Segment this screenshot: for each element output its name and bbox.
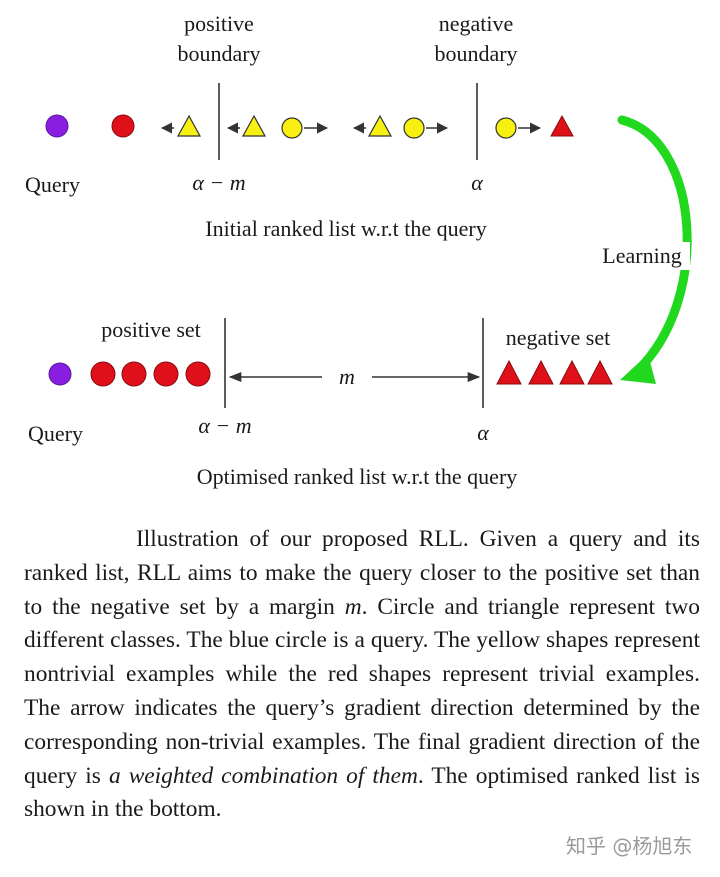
negative-set-triangle <box>528 359 554 385</box>
figure-caption: Illustration of our proposed RLL. Given … <box>24 523 700 827</box>
negative-set-triangle <box>587 359 613 385</box>
margin-label: m <box>339 364 355 389</box>
negative-set-triangle <box>559 359 585 385</box>
learning-label: Learning <box>602 243 681 268</box>
negative-set-label: negative set <box>506 325 610 350</box>
caption-emphasis: a weighted combination of them <box>108 762 418 789</box>
trivial-positive-circle <box>111 114 135 138</box>
positive-set-circle <box>90 361 116 387</box>
nontrivial-circle <box>403 117 425 139</box>
nontrivial-triangle <box>367 114 393 137</box>
nontrivial-triangle <box>241 114 267 137</box>
positive-set-circle <box>153 361 179 387</box>
negative-boundary-label-line2: boundary <box>434 41 517 66</box>
nontrivial-circle <box>495 117 517 139</box>
positive-boundary-label-line2: boundary <box>177 41 260 66</box>
negative-boundary-label-line1: negative <box>439 11 514 36</box>
rll-illustration-figure: positive boundary negative boundary Quer… <box>25 11 692 489</box>
learning-arrow-head <box>620 354 656 384</box>
bottom-query-label: Query <box>28 421 83 446</box>
positive-set-circle <box>121 361 147 387</box>
learning-arrow <box>617 115 692 377</box>
caption-part3: . The optimised ranked list is shown in … <box>24 762 700 823</box>
top-alpha-minus-m-label: α − m <box>192 170 245 195</box>
positive-set-label: positive set <box>101 317 201 342</box>
bottom-alpha-label: α <box>477 420 489 445</box>
negative-set-triangle <box>496 359 522 385</box>
caption-margin-symbol: m <box>344 593 362 620</box>
positive-boundary-label-line1: positive <box>184 11 254 36</box>
caption-part1: Illustration of our proposed RLL. Given … <box>24 526 700 620</box>
top-query-label: Query <box>25 172 80 197</box>
zhihu-watermark: 知乎 @杨旭东 <box>566 834 693 858</box>
nontrivial-triangle <box>176 114 202 137</box>
bottom-alpha-minus-m-label: α − m <box>198 413 251 438</box>
nontrivial-circle <box>281 117 303 139</box>
positive-set-circle <box>185 361 211 387</box>
query-circle <box>45 114 69 138</box>
query-circle <box>48 362 72 386</box>
bottom-subtitle: Optimised ranked list w.r.t the query <box>197 464 518 489</box>
learning-label-bg <box>594 242 690 270</box>
caption-part2: . Circle and triangle represent two diff… <box>24 593 700 789</box>
top-subtitle: Initial ranked list w.r.t the query <box>205 216 486 241</box>
trivial-negative-triangle <box>550 114 574 137</box>
top-alpha-label: α <box>471 170 483 195</box>
